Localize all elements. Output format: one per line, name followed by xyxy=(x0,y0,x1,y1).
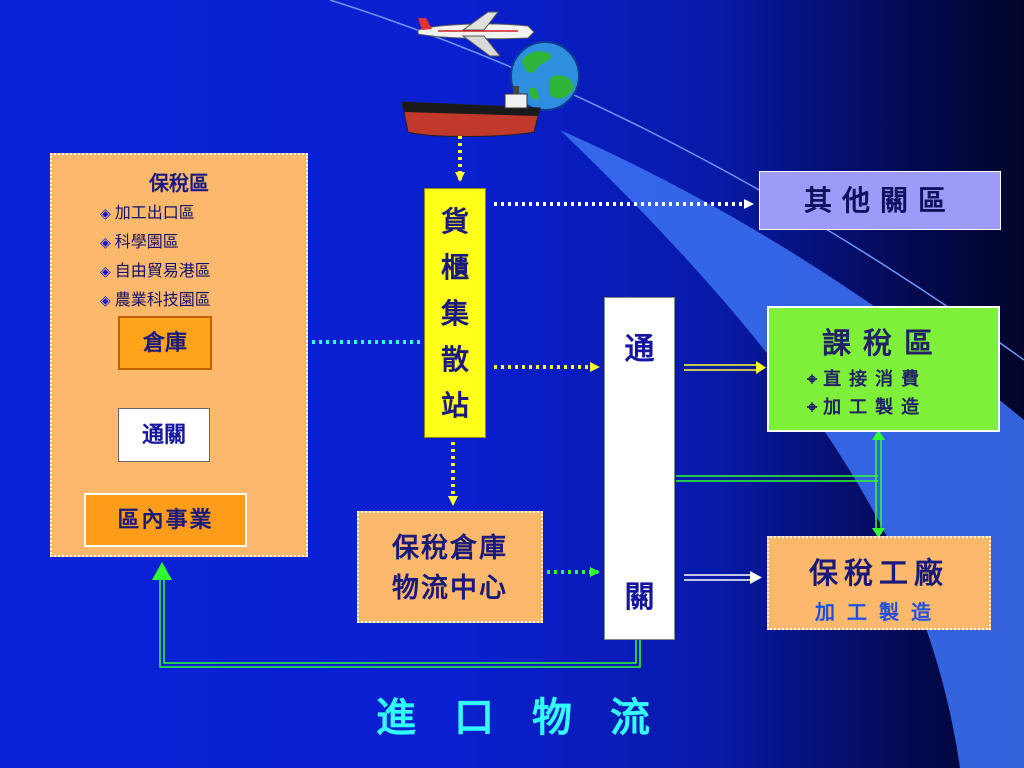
page-title: 進口物流 xyxy=(376,694,688,741)
crosshair-bullet-icon: ⌖ xyxy=(807,397,818,418)
customs-clearance-node: 通 關 xyxy=(604,297,675,640)
bonded-factory-subtitle: 加工製造 xyxy=(815,600,943,624)
bonded-factory-node: 保稅工廠 加工製造 xyxy=(767,536,991,630)
bonded-factory-title: 保稅工廠 xyxy=(808,556,949,590)
list-item: ◈加工出口區 xyxy=(100,203,195,222)
crosshair-bullet-icon: ⌖ xyxy=(807,369,818,390)
list-item: ⌖直接消費 xyxy=(807,369,928,390)
background-swoosh xyxy=(560,130,1024,768)
customs-char-bottom: 關 xyxy=(624,580,655,615)
list-item: ⌖加工製造 xyxy=(807,397,928,418)
warehouse-node: 倉庫 xyxy=(118,316,212,370)
zone-business-node: 區內事業 xyxy=(84,493,247,547)
background-arc-line xyxy=(329,0,1024,361)
list-item: ◈科學園區 xyxy=(100,232,179,251)
bonded-zone-title: 保稅區 xyxy=(149,171,209,195)
diamond-bullet-icon: ◈ xyxy=(100,235,111,251)
arrow-taxable-factory-link xyxy=(872,430,885,538)
return-loop-customs-to-zone xyxy=(152,562,641,668)
customs-char-top: 通 xyxy=(624,332,655,367)
station-char: 櫃 xyxy=(440,251,469,284)
station-char: 集 xyxy=(440,297,469,330)
arrow-customs-to-factory xyxy=(684,571,762,584)
freight-station-node: 貨 櫃 集 散 站 xyxy=(424,188,486,438)
diamond-bullet-icon: ◈ xyxy=(100,264,111,280)
arrow-customs-to-taxable xyxy=(684,361,766,374)
station-char: 貨 xyxy=(440,205,469,238)
taxable-area-node: 課稅區 ⌖直接消費 ⌖加工製造 xyxy=(767,306,1000,432)
list-item: ◈農業科技園區 xyxy=(100,290,211,309)
taxable-area-list: ⌖直接消費 ⌖加工製造 xyxy=(807,366,927,422)
globe-icon xyxy=(510,41,580,111)
line-customs-to-factory-upper xyxy=(676,475,878,482)
station-char: 站 xyxy=(440,389,469,422)
bonded-wh-line1: 保稅倉庫 xyxy=(392,533,508,564)
list-item: ◈自由貿易港區 xyxy=(100,261,211,280)
bonded-zone-list: ◈加工出口區 ◈科學園區 ◈自由貿易港區 ◈農業科技園區 xyxy=(100,199,211,315)
cargo-ship-icon xyxy=(401,86,541,137)
other-customs-area-node: 其他關區 xyxy=(759,171,1001,230)
airplane-icon xyxy=(417,11,535,57)
diamond-bullet-icon: ◈ xyxy=(100,206,111,222)
taxable-area-title: 課稅區 xyxy=(821,326,945,360)
diamond-bullet-icon: ◈ xyxy=(100,293,111,309)
bonded-warehouse-node: 保稅倉庫 物流中心 xyxy=(357,511,543,623)
station-char: 散 xyxy=(440,343,469,376)
bonded-wh-line2: 物流中心 xyxy=(392,573,508,604)
zone-customs-node: 通關 xyxy=(118,408,210,462)
